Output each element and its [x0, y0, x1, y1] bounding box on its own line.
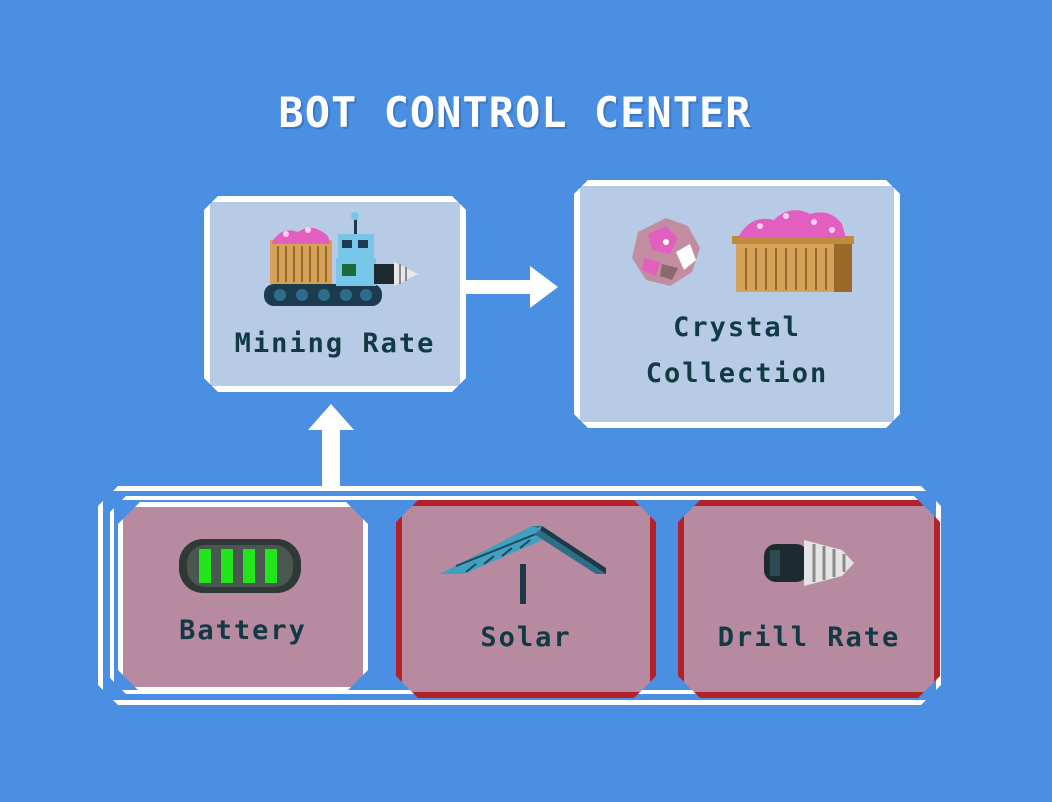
crystal-collection-label-line2: Collection	[645, 358, 829, 389]
battery-node[interactable]: Battery	[118, 502, 368, 692]
crystal-collection-node[interactable]: Crystal Collection	[574, 180, 900, 428]
crystal-collection-label-line1: Crystal	[673, 312, 801, 343]
screen-title: BOT CONTROL CENTER	[278, 88, 752, 137]
mining-bot-icon	[258, 212, 428, 316]
mining-rate-label: Mining Rate	[234, 328, 436, 359]
mining-rate-node[interactable]: Mining Rate	[204, 196, 466, 392]
drill-icon	[760, 536, 856, 590]
arrow-mining-to-collection	[458, 266, 558, 308]
crystal-crate-icon	[726, 200, 856, 296]
solar-panel-icon	[436, 524, 612, 608]
drill-rate-label: Drill Rate	[717, 622, 901, 653]
solar-node[interactable]: Solar	[396, 500, 656, 698]
crystal-icon	[626, 214, 706, 290]
battery-label: Battery	[179, 615, 307, 646]
arrow-resources-to-mining	[308, 404, 354, 490]
battery-icon	[175, 535, 305, 597]
solar-label: Solar	[480, 622, 572, 653]
drill-rate-node[interactable]: Drill Rate	[678, 500, 940, 698]
